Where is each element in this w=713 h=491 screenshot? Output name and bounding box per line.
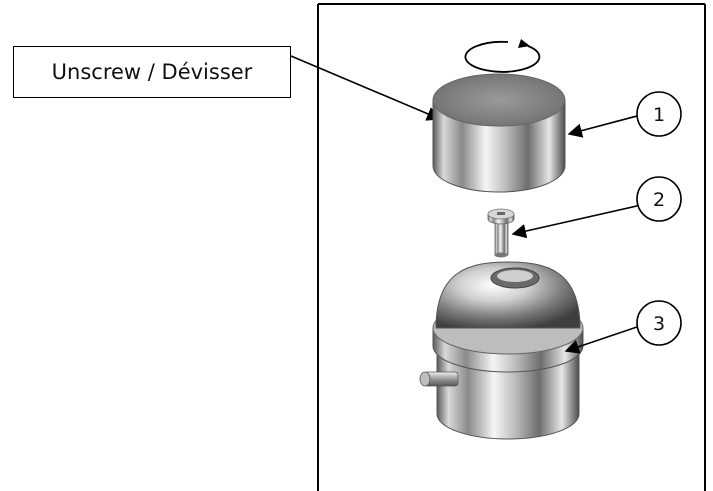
screw-part bbox=[487, 208, 515, 258]
cap-part bbox=[432, 73, 566, 193]
label-leader-arrow bbox=[290, 55, 442, 121]
callout-number-3: 3 bbox=[653, 313, 665, 335]
callout-number-2: 2 bbox=[653, 189, 665, 211]
callout-arrow-3 bbox=[564, 326, 638, 354]
callout-circle-3: 3 bbox=[636, 300, 682, 346]
callout-number-1: 1 bbox=[653, 104, 665, 126]
callout-circle-2: 2 bbox=[636, 176, 682, 222]
rotation-arrow-icon bbox=[464, 39, 541, 73]
knob-base-part bbox=[419, 261, 584, 440]
callout-arrow-1 bbox=[567, 115, 638, 138]
callout-arrow-2 bbox=[511, 204, 642, 239]
callout-circle-1: 1 bbox=[636, 91, 682, 137]
instruction-label-box: Unscrew / Dévisser bbox=[13, 46, 291, 98]
instruction-label: Unscrew / Dévisser bbox=[51, 60, 253, 84]
frame-border bbox=[317, 3, 706, 491]
